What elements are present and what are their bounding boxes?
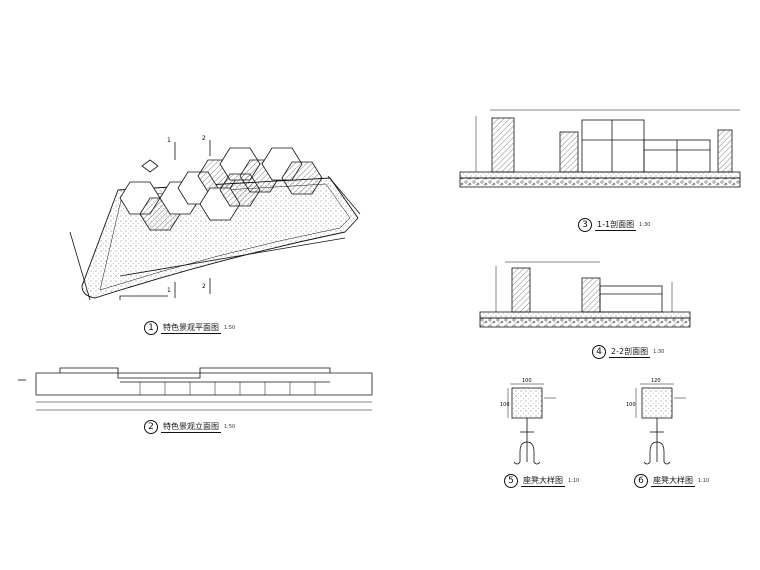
caption-title: 座凳大样图	[521, 476, 565, 487]
caption-drawing-5: 5 座凳大样图 1:10	[504, 474, 579, 488]
caption-scale: 1:50	[224, 325, 236, 331]
caption-drawing-3: 3 1-1剖面图 1:30	[578, 218, 650, 232]
detail-6-dim-side: 100	[626, 402, 636, 408]
caption-drawing-2: 2 特色景观立面图 1:50	[144, 420, 235, 434]
caption-scale: 1:50	[224, 424, 236, 430]
caption-scale: 1:10	[698, 478, 710, 484]
plan-drawing: 1 2 1 2	[69, 135, 361, 301]
caption-scale: 1:30	[639, 222, 651, 228]
caption-number: 3	[578, 218, 592, 232]
caption-scale: 1:10	[568, 478, 580, 484]
detail-5-drawing	[507, 383, 556, 465]
detail-6-drawing	[635, 383, 686, 465]
detail-6-dim-top: 120	[651, 378, 661, 384]
section-marker-1-top: 1	[167, 137, 171, 144]
caption-title: 1-1剖面图	[595, 220, 637, 231]
caption-number: 1	[144, 321, 158, 335]
detail-5-dim-side: 100	[500, 402, 510, 408]
caption-drawing-1: 1 特色景观平面图 1:50	[144, 321, 235, 335]
section-marker-1-bottom: 1	[167, 287, 171, 294]
caption-title: 特色景观立面图	[161, 422, 221, 433]
caption-number: 2	[144, 420, 158, 434]
detail-5-dim-top: 100	[522, 378, 532, 384]
caption-number: 4	[592, 345, 606, 359]
section-marker-2-bottom: 2	[202, 283, 206, 290]
plan-hexagon-cluster	[119, 147, 323, 231]
caption-title: 座凳大样图	[651, 476, 695, 487]
caption-number: 5	[504, 474, 518, 488]
caption-scale: 1:30	[653, 349, 665, 355]
caption-drawing-6: 6 座凳大样图 1:10	[634, 474, 709, 488]
caption-title: 特色景观平面图	[161, 323, 221, 334]
caption-title: 2-2剖面图	[609, 347, 651, 358]
section-marker-2-top: 2	[202, 135, 206, 142]
elevation-drawing	[18, 367, 373, 411]
section-2-2-drawing	[479, 261, 691, 328]
caption-drawing-4: 4 2-2剖面图 1:30	[592, 345, 664, 359]
caption-number: 6	[634, 474, 648, 488]
section-1-1-drawing	[459, 109, 741, 188]
